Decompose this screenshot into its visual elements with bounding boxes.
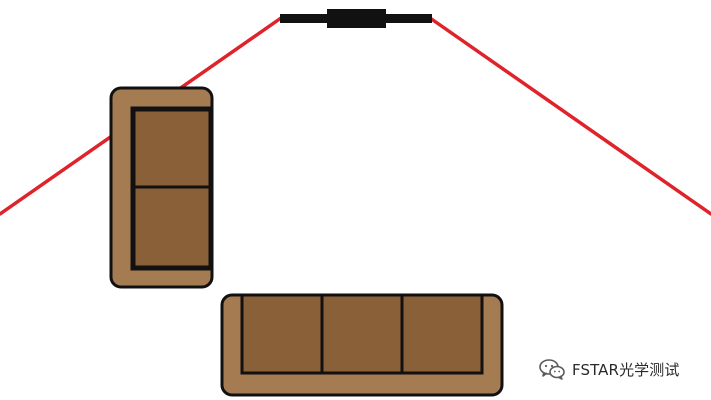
watermark: FSTAR光学测试 (538, 357, 679, 381)
top-bar (280, 9, 432, 28)
vertical-sofa (109, 86, 214, 289)
vertical-sofa-cushion-top (132, 108, 212, 189)
horizontal-sofa-cushion-center (320, 293, 404, 375)
vertical-sofa-cushion-bottom (132, 185, 212, 269)
horizontal-sofa (220, 293, 504, 397)
right-red-line (428, 16, 711, 216)
wechat-icon (539, 359, 565, 380)
horizontal-sofa-cushion-left (240, 293, 324, 375)
watermark-text: FSTAR光学测试 (572, 360, 680, 379)
thick-bar-center (327, 9, 386, 28)
horizontal-sofa-cushion-right (400, 293, 484, 375)
beam-lines (0, 16, 711, 216)
